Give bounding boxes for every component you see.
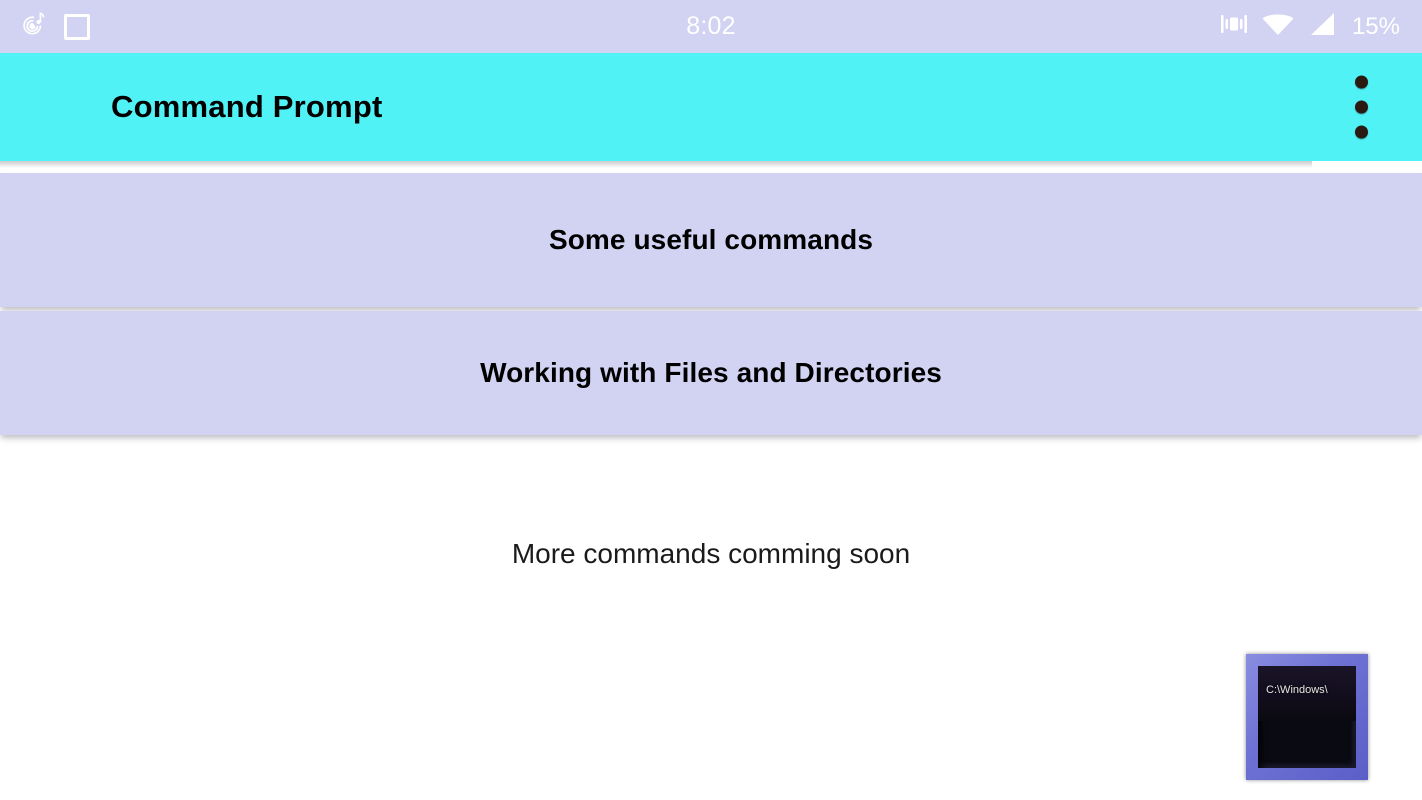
overflow-menu-button[interactable]: [1345, 70, 1378, 145]
status-bar: 8:02: [0, 0, 1422, 53]
music-notification-icon: [20, 9, 50, 44]
app-bar: Command Prompt: [0, 53, 1422, 161]
battery-percentage: 15%: [1351, 12, 1400, 40]
cellular-signal-icon: [1307, 11, 1337, 42]
overflow-dot-icon: [1355, 75, 1368, 89]
app-bar-shadow: [0, 161, 1312, 168]
card-label: Some useful commands: [548, 224, 874, 255]
wifi-icon: [1261, 11, 1295, 42]
overflow-dot-icon: [1355, 100, 1368, 114]
card-some-useful-commands[interactable]: Some useful commands: [0, 173, 1422, 307]
vibrate-icon: [1219, 11, 1249, 42]
command-prompt-icon-screen: C:\Windows\: [1258, 666, 1356, 768]
status-bar-clock-wrap: 8:02: [0, 0, 1422, 53]
command-prompt-icon-text: C:\Windows\: [1266, 684, 1328, 696]
app-bar-title: Command Prompt: [111, 89, 383, 124]
overflow-dot-icon: [1355, 125, 1368, 139]
footer-note: More commands comming soon: [511, 538, 911, 569]
card-label: Working with Files and Directories: [480, 357, 942, 388]
card-working-with-files-and-directories[interactable]: Working with Files and Directories: [0, 311, 1422, 435]
status-bar-notification-icons: [20, 9, 90, 44]
command-prompt-icon[interactable]: C:\Windows\: [1246, 654, 1368, 780]
square-notification-icon: [64, 13, 90, 40]
status-bar-clock: 8:02: [686, 12, 736, 40]
status-bar-system-icons: 15%: [1219, 11, 1400, 42]
